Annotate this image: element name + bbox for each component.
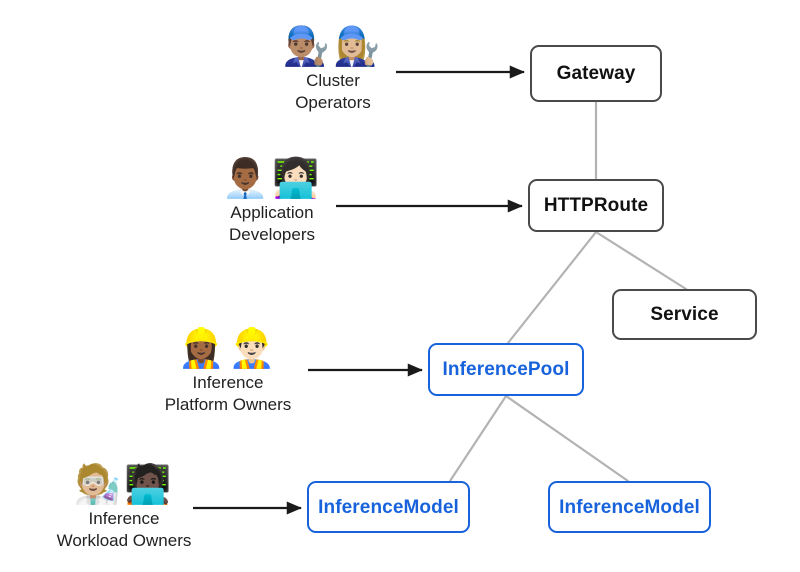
node-gateway-label: Gateway xyxy=(556,63,636,84)
cluster-operators-emoji: 👨🏽‍🔧👩🏼‍🔧 xyxy=(282,26,384,68)
edge-httproute-service xyxy=(594,230,688,291)
inference-workload-owners-emoji: 🧑🏼‍🔬🧑🏿‍💻 xyxy=(73,464,175,506)
edge-inferencepool-inferencemodel-left xyxy=(448,394,508,483)
node-inferencemodel-left[interactable]: InferenceModel xyxy=(307,481,470,533)
edge-inferencepool-inferencemodel-right xyxy=(504,394,630,483)
cluster-operators-label: Cluster Operators xyxy=(295,70,371,112)
inference-platform-owners-label: Inference Platform Owners xyxy=(164,372,292,414)
edge-httproute-inferencepool xyxy=(506,230,598,345)
node-gateway[interactable]: Gateway xyxy=(530,45,662,102)
node-inferencemodel-left-label: InferenceModel xyxy=(318,496,459,518)
application-developers-label: Application Developers xyxy=(229,202,315,244)
persona-cluster-operators[interactable]: 👨🏽‍🔧👩🏼‍🔧 Cluster Operators xyxy=(218,26,448,113)
node-inferencemodel-right-label: InferenceModel xyxy=(559,496,700,518)
node-inferencepool[interactable]: InferencePool xyxy=(428,343,584,396)
persona-inference-platform-owners[interactable]: 👷🏾‍♀️👷🏻‍♂️ Inference Platform Owners xyxy=(113,328,343,415)
node-inferencepool-label: InferencePool xyxy=(442,359,570,380)
inference-platform-owners-emoji: 👷🏾‍♀️👷🏻‍♂️ xyxy=(177,328,279,370)
node-service-label: Service xyxy=(650,304,719,325)
node-httproute[interactable]: HTTPRoute xyxy=(528,179,664,232)
node-inferencemodel-right[interactable]: InferenceModel xyxy=(548,481,711,533)
persona-inference-workload-owners[interactable]: 🧑🏼‍🔬🧑🏿‍💻 Inference Workload Owners xyxy=(9,464,239,551)
inference-workload-owners-label: Inference Workload Owners xyxy=(56,508,192,550)
node-service[interactable]: Service xyxy=(612,289,757,340)
node-httproute-label: HTTPRoute xyxy=(543,195,649,216)
application-developers-emoji: 👨🏾‍💼👩🏻‍💻 xyxy=(221,158,323,200)
persona-application-developers[interactable]: 👨🏾‍💼👩🏻‍💻 Application Developers xyxy=(157,158,387,245)
